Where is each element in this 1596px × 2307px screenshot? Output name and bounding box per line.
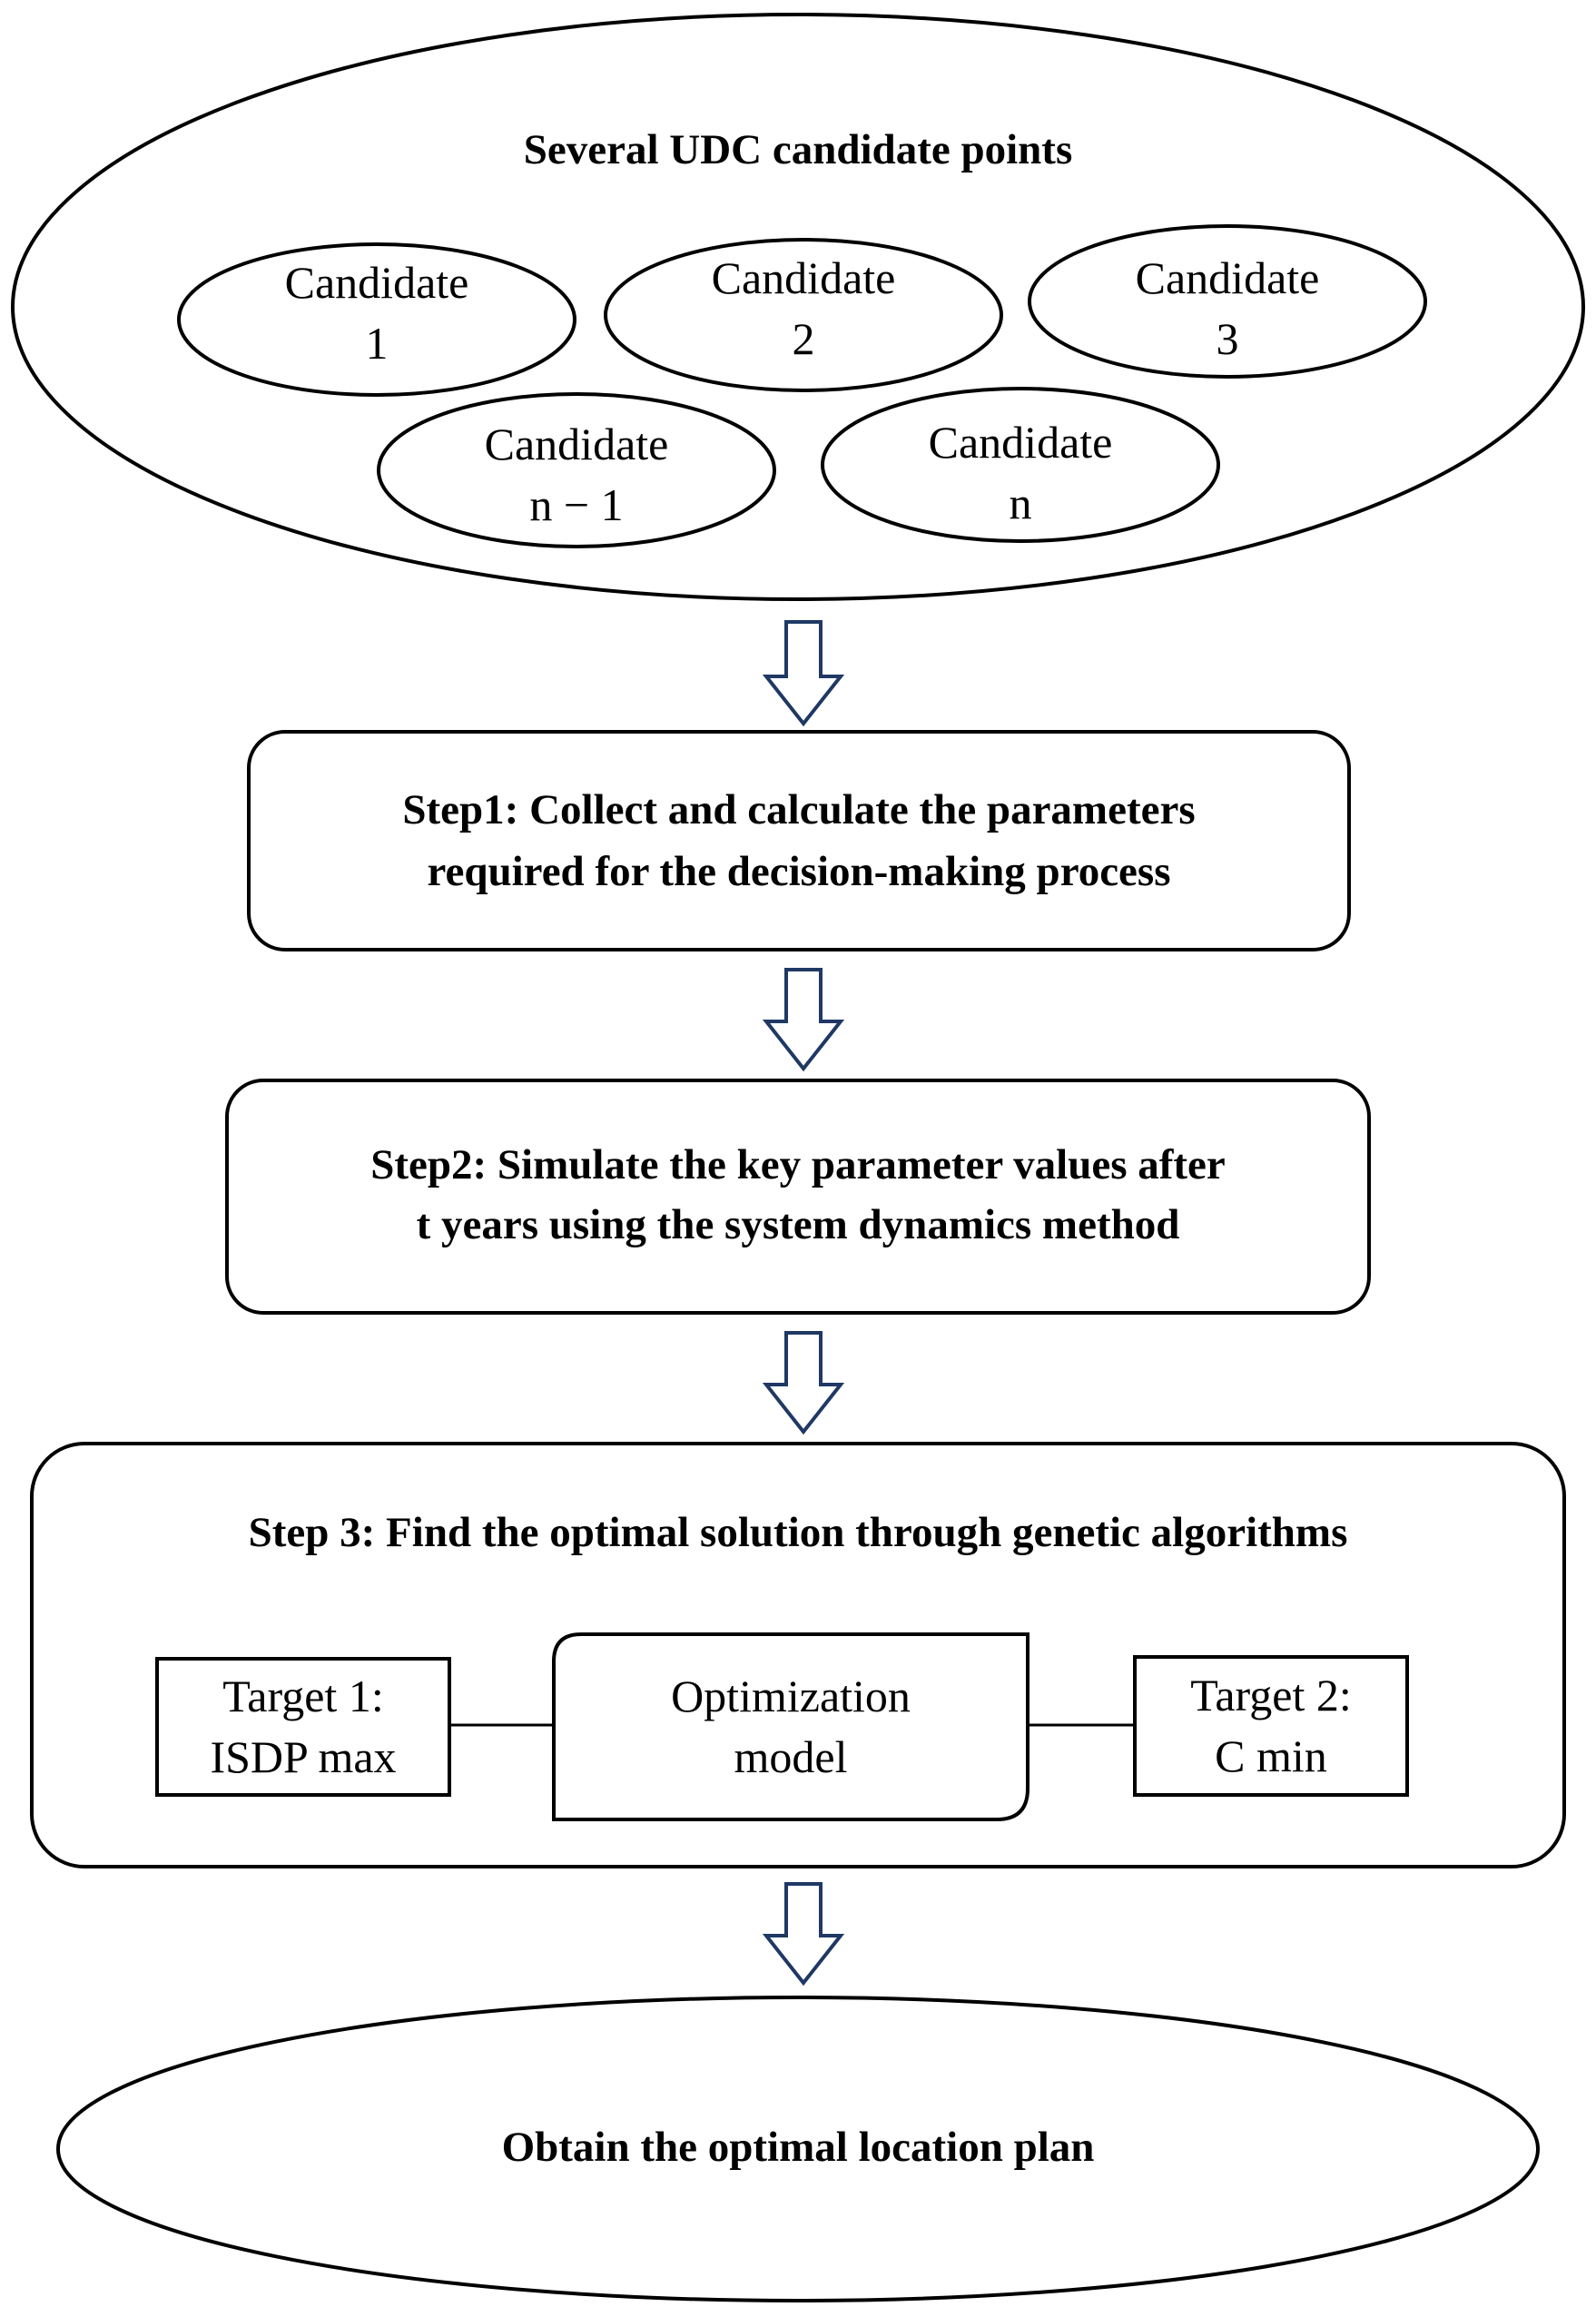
candidate-3-ellipse: [1028, 224, 1427, 379]
target1-label: Target 1: ISDP max: [159, 1661, 448, 1793]
target2-line1: Target 2:: [1190, 1669, 1352, 1720]
optimization-model-line2: model: [734, 1731, 848, 1782]
candidate-pool-title-text: Several UDC candidate points: [523, 125, 1073, 173]
down-arrow-4: [762, 1882, 845, 1987]
candidate-n-ellipse: [821, 387, 1220, 543]
step1-box: [247, 730, 1351, 951]
candidate-n-line2: n: [1009, 478, 1032, 528]
step2-line2: t years using the system dynamics method: [416, 1201, 1180, 1248]
candidate-n-1-ellipse: [377, 392, 776, 548]
candidate-3-line1: Candidate: [1135, 251, 1320, 303]
result-ellipse: [56, 1996, 1540, 2302]
candidate-2-label: Candidate 2: [622, 241, 985, 377]
target2-line2: C min: [1215, 1730, 1327, 1781]
step1-label: Step1: Collect and calculate the paramet…: [254, 763, 1344, 919]
down-arrow-1: [762, 620, 845, 727]
target2-box: [1133, 1655, 1409, 1797]
candidate-2-line1: Candidate: [711, 251, 896, 303]
target1-line1: Target 1:: [222, 1670, 384, 1721]
step3-title-text: Step 3: Find the optimal solution throug…: [248, 1508, 1348, 1556]
candidate-n-1-line1: Candidate: [484, 418, 669, 469]
down-arrow-3: [762, 1331, 845, 1435]
result-label: Obtain the optimal location plan: [182, 2106, 1414, 2188]
candidate-3-label: Candidate 3: [1046, 241, 1409, 377]
result-text: Obtain the optimal location plan: [501, 2123, 1095, 2171]
candidate-1-line2: 1: [365, 318, 389, 369]
candidate-n-line1: Candidate: [928, 416, 1113, 468]
step2-box: [225, 1079, 1371, 1315]
candidate-n-1-line2: n − 1: [529, 479, 624, 530]
candidate-2-line2: 2: [792, 313, 815, 364]
candidate-3-line2: 3: [1216, 313, 1239, 364]
candidate-1-ellipse: [177, 242, 576, 397]
candidate-2-ellipse: [604, 238, 1003, 392]
step2-label: Step2: Simulate the key parameter values…: [232, 1119, 1364, 1273]
step2-line1: Step2: Simulate the key parameter values…: [370, 1141, 1226, 1189]
target1-box: [155, 1657, 451, 1797]
target1-line2: ISDP max: [210, 1731, 397, 1782]
candidate-n-1-label: Candidate n − 1: [395, 407, 758, 543]
down-arrow-2: [762, 968, 845, 1072]
candidate-1-line1: Candidate: [284, 256, 469, 308]
candidate-pool-title: Several UDC candidate points: [272, 118, 1324, 182]
step1-line2: required for the decision-making process: [427, 848, 1171, 895]
candidate-1-label: Candidate 1: [195, 245, 558, 381]
optimization-model-line1: Optimization: [671, 1670, 911, 1721]
optimization-model-label: Optimization model: [556, 1636, 1026, 1818]
target2-label: Target 2: C min: [1137, 1659, 1405, 1793]
step3-title: Step 3: Find the optimal solution throug…: [54, 1496, 1542, 1569]
candidate-n-label: Candidate n: [839, 405, 1202, 541]
step1-line1: Step1: Collect and calculate the paramet…: [402, 785, 1196, 833]
optimization-model-box: [552, 1632, 1030, 1821]
